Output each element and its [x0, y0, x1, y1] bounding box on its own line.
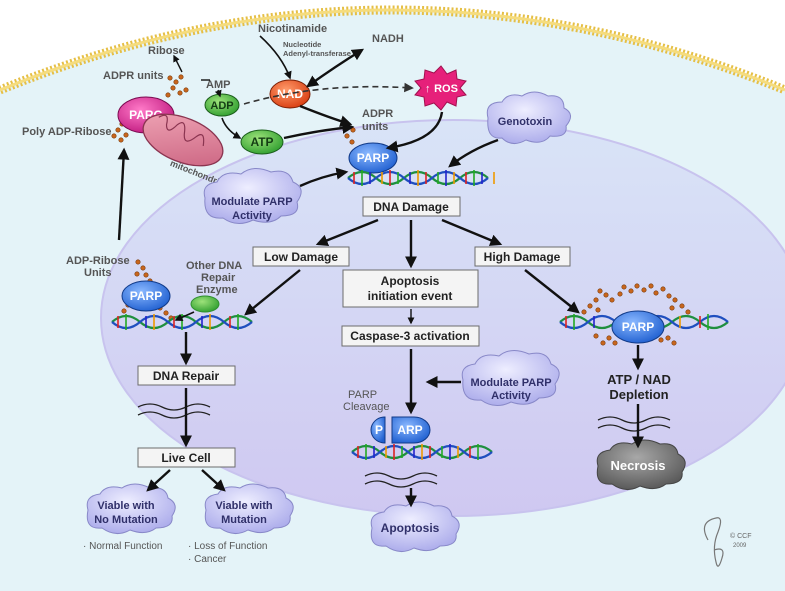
- viable-no-mutation-line2: No Mutation: [94, 514, 158, 526]
- parp-right-label: PARP: [622, 320, 654, 334]
- nad-label: NAD: [277, 87, 303, 101]
- amp-label: AMP: [206, 79, 230, 91]
- high-damage-label: High Damage: [484, 250, 561, 264]
- parp-center-label: PARP: [357, 151, 389, 165]
- parp-left-node: PARP: [121, 280, 171, 312]
- viable-mutation-line1: Viable with: [215, 500, 273, 512]
- dna-helix-center: [347, 170, 495, 186]
- adpr-units-label-line2: units: [362, 121, 388, 133]
- poly-adp-beads-right: [581, 283, 691, 346]
- modulate-lower-line1: Modulate PARP: [470, 377, 551, 389]
- viable-mutation-line2: Mutation: [221, 514, 267, 526]
- adpr-units-label-line1: ADPR: [362, 108, 393, 120]
- cleaved-p-label: P: [375, 423, 383, 437]
- dna-damage-label: DNA Damage: [373, 200, 449, 214]
- high-damage-box: High Damage: [474, 246, 571, 267]
- membrane-squiggle-right: [597, 416, 671, 432]
- adpr-units-label-left: ADPR units: [103, 70, 164, 82]
- parp-right-node: PARP: [611, 310, 665, 344]
- dna-damage-box: DNA Damage: [362, 196, 461, 217]
- parp-cleavage-line2: Cleavage: [343, 401, 389, 413]
- dna-repair-label: DNA Repair: [153, 369, 220, 383]
- top-cytoplasm-region: Ribose ADPR units AMP Poly ADP-Ribose PA…: [22, 23, 467, 189]
- nadh-label: NADH: [372, 33, 404, 45]
- low-damage-box: Low Damage: [252, 246, 350, 267]
- adp-node: ADP: [204, 93, 240, 117]
- cancer-text: · Cancer: [188, 554, 227, 565]
- apoptosis-initiation-box: Apoptosis initiation event: [342, 269, 479, 308]
- cleaved-arp-label: ARP: [397, 423, 422, 437]
- ribose-label: Ribose: [148, 45, 185, 57]
- dna-repair-box: DNA Repair: [137, 365, 236, 386]
- caspase-box: Caspase-3 activation: [341, 325, 480, 347]
- low-damage-label: Low Damage: [264, 250, 338, 264]
- atp-label: ATP: [250, 135, 273, 149]
- genotoxin-cloud: Genotoxin: [486, 91, 571, 144]
- up-arrow-icon: ↑: [425, 83, 431, 95]
- enzyme-label-line2: Adenyl-transferase 1: [283, 49, 357, 58]
- viable-no-mutation-cloud: Viable with No Mutation: [86, 483, 176, 534]
- other-repair-line2: Repair: [201, 272, 236, 284]
- membrane-squiggle-left: [137, 403, 211, 419]
- signature-ccf: © CCF: [730, 532, 752, 540]
- ros-node: ROS ↑: [414, 65, 467, 111]
- live-cell-box: Live Cell: [137, 447, 236, 468]
- necrosis-label: Necrosis: [611, 458, 666, 473]
- atp-node: ATP: [240, 129, 284, 155]
- modulate-parp-cloud-lower: Modulate PARP Activity: [461, 350, 560, 406]
- signature-year: 2009: [733, 543, 747, 549]
- viable-mutation-cloud: Viable with Mutation: [204, 483, 294, 534]
- apoptosis-label: Apoptosis: [381, 521, 440, 535]
- normal-function-text: · Normal Function: [83, 541, 162, 552]
- necrosis-cloud: Necrosis: [596, 439, 686, 490]
- nicotinamide-label: Nicotinamide: [258, 23, 327, 35]
- cell-membrane: [0, 5, 785, 95]
- other-repair-line3: Enzyme: [196, 284, 238, 296]
- arrows: [117, 35, 644, 508]
- parp-cleavage-line1: PARP: [348, 389, 377, 401]
- dna-helix-left: [111, 314, 253, 330]
- parp-center-node: PARP: [348, 142, 398, 174]
- modulate-lower-line2: Activity: [491, 390, 532, 402]
- adp-ribose-units-line1: ADP-Ribose: [66, 255, 130, 267]
- adp-label: ADP: [210, 100, 233, 112]
- apoptosis-init-line2: initiation event: [368, 289, 453, 303]
- modulate-upper-line1: Modulate PARP: [211, 196, 292, 208]
- cleaved-parp-node: P ARP: [370, 416, 431, 444]
- nad-node: NAD: [269, 79, 311, 109]
- apoptosis-cloud: Apoptosis: [370, 501, 460, 552]
- depletion-line1: ATP / NAD: [607, 372, 671, 387]
- ros-label: ROS: [434, 83, 458, 95]
- poly-adp-ribose-label: Poly ADP-Ribose: [22, 126, 111, 138]
- membrane-squiggle-center: [364, 472, 438, 488]
- depletion-line2: Depletion: [609, 387, 668, 402]
- adp-ribose-units-line2: Units: [84, 267, 112, 279]
- loss-of-function-text: · Loss of Function: [188, 541, 267, 552]
- modulate-upper-line2: Activity: [232, 210, 273, 222]
- repair-enzyme-node: [190, 295, 220, 313]
- enzyme-label-line1: Nucleotide: [283, 40, 321, 49]
- apoptosis-init-line1: Apoptosis: [381, 274, 440, 288]
- dna-helix-lower-center: [351, 444, 493, 460]
- modulate-parp-cloud-upper: Modulate PARP Activity: [203, 168, 302, 224]
- signature: © CCF 2009: [703, 517, 752, 567]
- live-cell-label: Live Cell: [161, 451, 210, 465]
- genotoxin-label: Genotoxin: [498, 116, 553, 128]
- viable-no-mutation-line1: Viable with: [97, 500, 155, 512]
- adpr-beads-top: [165, 74, 189, 98]
- parp-left-label: PARP: [130, 289, 162, 303]
- other-repair-line1: Other DNA: [186, 260, 242, 272]
- caspase-label: Caspase-3 activation: [350, 329, 469, 343]
